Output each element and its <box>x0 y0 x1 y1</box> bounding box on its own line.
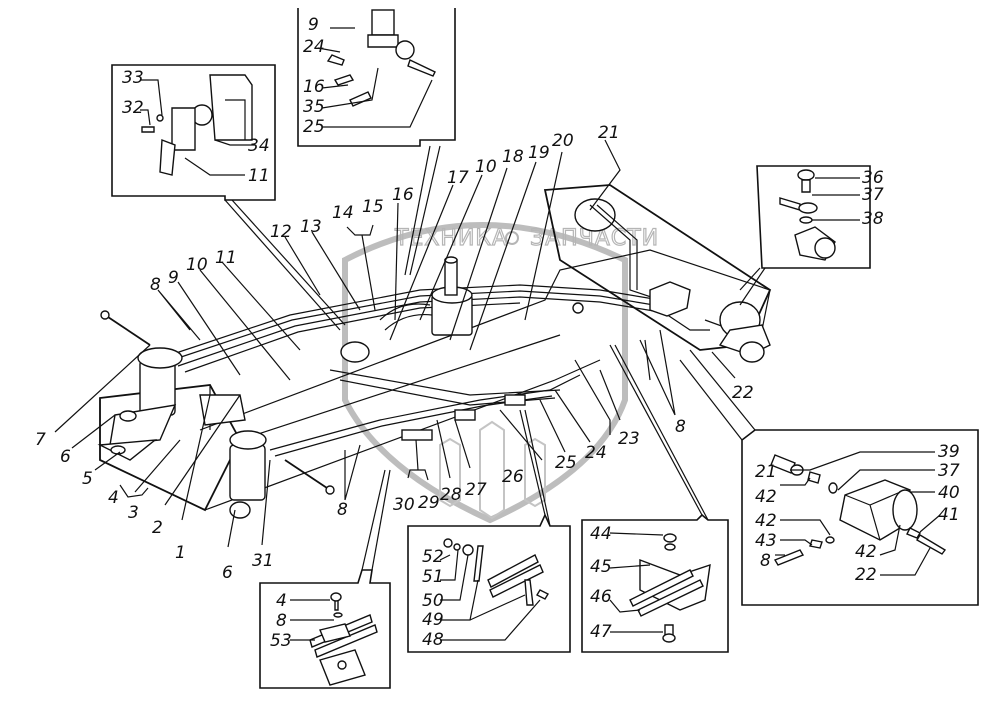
callout-24-main: 24 <box>585 443 607 463</box>
callout-28: 28 <box>440 485 462 505</box>
callout-31: 31 <box>252 551 274 571</box>
callout-3: 3 <box>128 503 139 523</box>
callout-8: 8 <box>150 275 161 295</box>
callout-51: 51 <box>422 567 444 587</box>
callout-9: 9 <box>308 15 319 35</box>
callout-2: 2 <box>152 518 163 538</box>
callout-8e: 8 <box>276 611 287 631</box>
callout-53: 53 <box>270 631 292 651</box>
inset-right-top: 36 37 38 <box>739 165 884 306</box>
callout-7: 7 <box>35 430 46 450</box>
callout-6b: 6 <box>222 563 233 583</box>
callout-15: 15 <box>362 197 384 217</box>
filter-lower <box>229 444 266 501</box>
callout-5: 5 <box>82 469 93 489</box>
callout-48: 48 <box>422 630 444 650</box>
callout-40: 40 <box>938 483 960 503</box>
watermark-shield <box>342 222 628 524</box>
callout-45: 45 <box>590 557 612 577</box>
callout-8-lower: 8 <box>337 500 348 520</box>
callout-17: 17 <box>447 168 469 188</box>
callout-49: 49 <box>422 610 444 630</box>
inset-clamp-c: 44 45 46 47 <box>581 344 729 653</box>
main-assembly <box>97 184 772 519</box>
callout-32: 32 <box>122 98 144 118</box>
main-callouts: 7 6 5 4 3 2 1 6 31 8 9 10 11 12 13 14 15… <box>35 123 754 583</box>
callout-44: 44 <box>590 524 612 544</box>
inset-box <box>581 513 729 653</box>
callout-16-main: 16 <box>392 185 414 205</box>
callout-33: 33 <box>122 68 144 88</box>
callout-39: 39 <box>938 442 960 462</box>
callout-6: 6 <box>60 447 71 467</box>
inset-box <box>407 513 571 653</box>
inset-box <box>297 8 456 147</box>
callout-25: 25 <box>303 117 325 137</box>
callout-16: 16 <box>303 77 325 97</box>
callout-4b: 4 <box>276 591 287 611</box>
callout-37: 37 <box>862 185 884 205</box>
inset-top-valve: 9 24 16 35 25 <box>297 8 456 276</box>
callout-11: 11 <box>248 166 270 186</box>
callout-27: 27 <box>465 480 487 500</box>
callout-42c: 42 <box>855 542 877 562</box>
coupling <box>401 429 433 441</box>
inset-box <box>756 165 871 269</box>
callout-21: 21 <box>755 462 777 482</box>
callout-8-right: 8 <box>675 417 686 437</box>
callout-11-main: 11 <box>215 248 237 268</box>
inset-clamp-b: 52 51 50 49 48 <box>407 409 571 653</box>
callout-4: 4 <box>108 488 119 508</box>
callout-8d: 8 <box>760 551 771 571</box>
callout-47: 47 <box>590 622 612 642</box>
callout-23: 23 <box>618 429 640 449</box>
callout-35: 35 <box>303 97 325 117</box>
callout-10: 10 <box>186 255 208 275</box>
callout-26: 26 <box>502 467 524 487</box>
callout-1: 1 <box>175 543 186 563</box>
callout-9-main: 9 <box>168 268 179 288</box>
callout-34: 34 <box>248 136 270 156</box>
callout-52: 52 <box>422 547 444 567</box>
callout-38: 38 <box>862 209 884 229</box>
callout-18: 18 <box>502 147 524 167</box>
callout-41: 41 <box>938 505 960 525</box>
callout-12: 12 <box>270 222 292 242</box>
callout-14: 14 <box>332 203 354 223</box>
callout-10-main: 10 <box>475 157 497 177</box>
callout-20: 20 <box>552 131 574 151</box>
callout-43: 43 <box>755 531 777 551</box>
callout-29: 29 <box>418 493 440 513</box>
callout-42b: 42 <box>755 511 777 531</box>
callout-37b: 37 <box>938 461 960 481</box>
callout-25-main: 25 <box>555 453 577 473</box>
callout-21-main: 21 <box>598 123 620 143</box>
callout-50: 50 <box>422 591 444 611</box>
inset-clamp-a: 4 8 53 <box>259 469 391 689</box>
inset-left-bracket: 33 32 34 11 <box>111 64 346 331</box>
callout-36: 36 <box>862 168 884 188</box>
inset-right-block: 39 21 37 42 40 41 42 43 8 42 22 <box>679 349 979 606</box>
callout-22b: 22 <box>855 565 877 585</box>
callout-19: 19 <box>528 143 550 163</box>
callout-13: 13 <box>300 217 322 237</box>
callout-46: 46 <box>590 587 612 607</box>
callout-22: 22 <box>732 383 754 403</box>
inset-box <box>741 429 979 606</box>
callout-42a: 42 <box>755 487 777 507</box>
callout-30: 30 <box>393 495 415 515</box>
callout-24: 24 <box>303 37 325 57</box>
inset-box <box>259 569 391 689</box>
